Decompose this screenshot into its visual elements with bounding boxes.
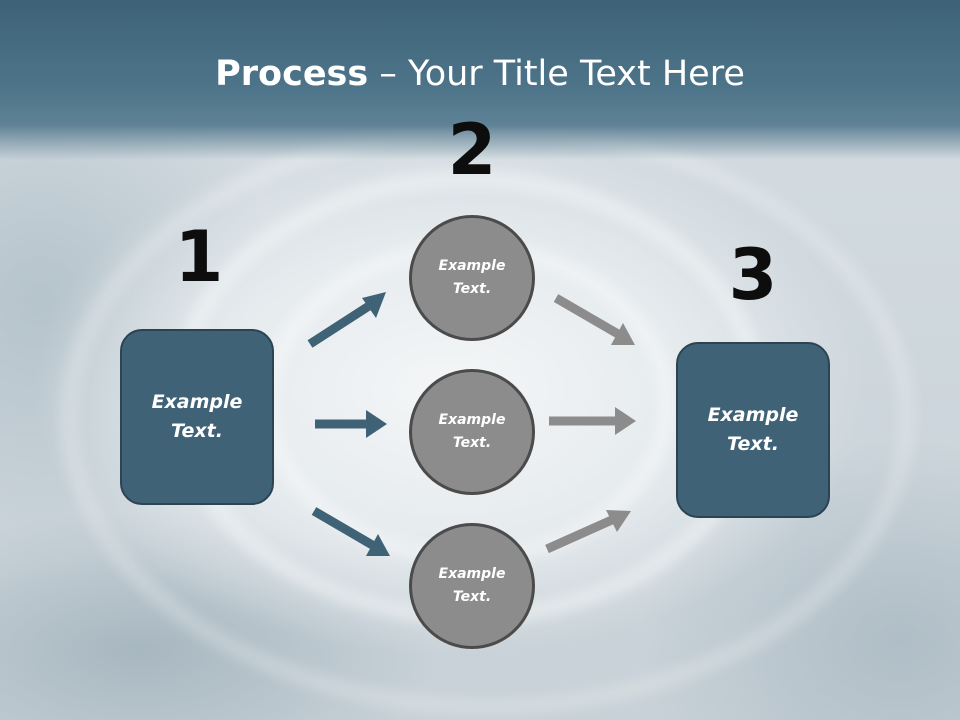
circle-top-text: Example Text. <box>438 258 506 297</box>
arrow-right-middle <box>549 407 636 435</box>
circle-bottom-text: Example Text. <box>438 566 506 605</box>
step-number-2: 2 <box>447 109 497 191</box>
slide-title-bold: Process <box>215 54 369 94</box>
step-1-box[interactable]: Example Text. <box>120 329 274 505</box>
circle-middle[interactable]: Example Text. <box>409 369 535 495</box>
arrow-left-middle <box>315 410 387 438</box>
circle-middle-text: Example Text. <box>438 412 506 451</box>
step-3-text: Example Text. <box>707 404 799 455</box>
arrow-right-top <box>553 294 635 345</box>
slide-title-rest: – Your Title Text Here <box>368 54 745 94</box>
arrow-left-top <box>307 292 386 348</box>
step-1-text: Example Text. <box>151 391 243 442</box>
title-bar <box>0 0 960 160</box>
step-number-3: 3 <box>728 234 778 316</box>
step-number-1: 1 <box>174 216 224 298</box>
slide-title: Process – Your Title Text Here <box>0 52 960 96</box>
circle-top[interactable]: Example Text. <box>409 215 535 341</box>
arrow-right-bottom <box>545 510 631 554</box>
step-3-box[interactable]: Example Text. <box>676 342 830 518</box>
arrow-left-bottom <box>311 507 390 556</box>
circle-bottom[interactable]: Example Text. <box>409 523 535 649</box>
